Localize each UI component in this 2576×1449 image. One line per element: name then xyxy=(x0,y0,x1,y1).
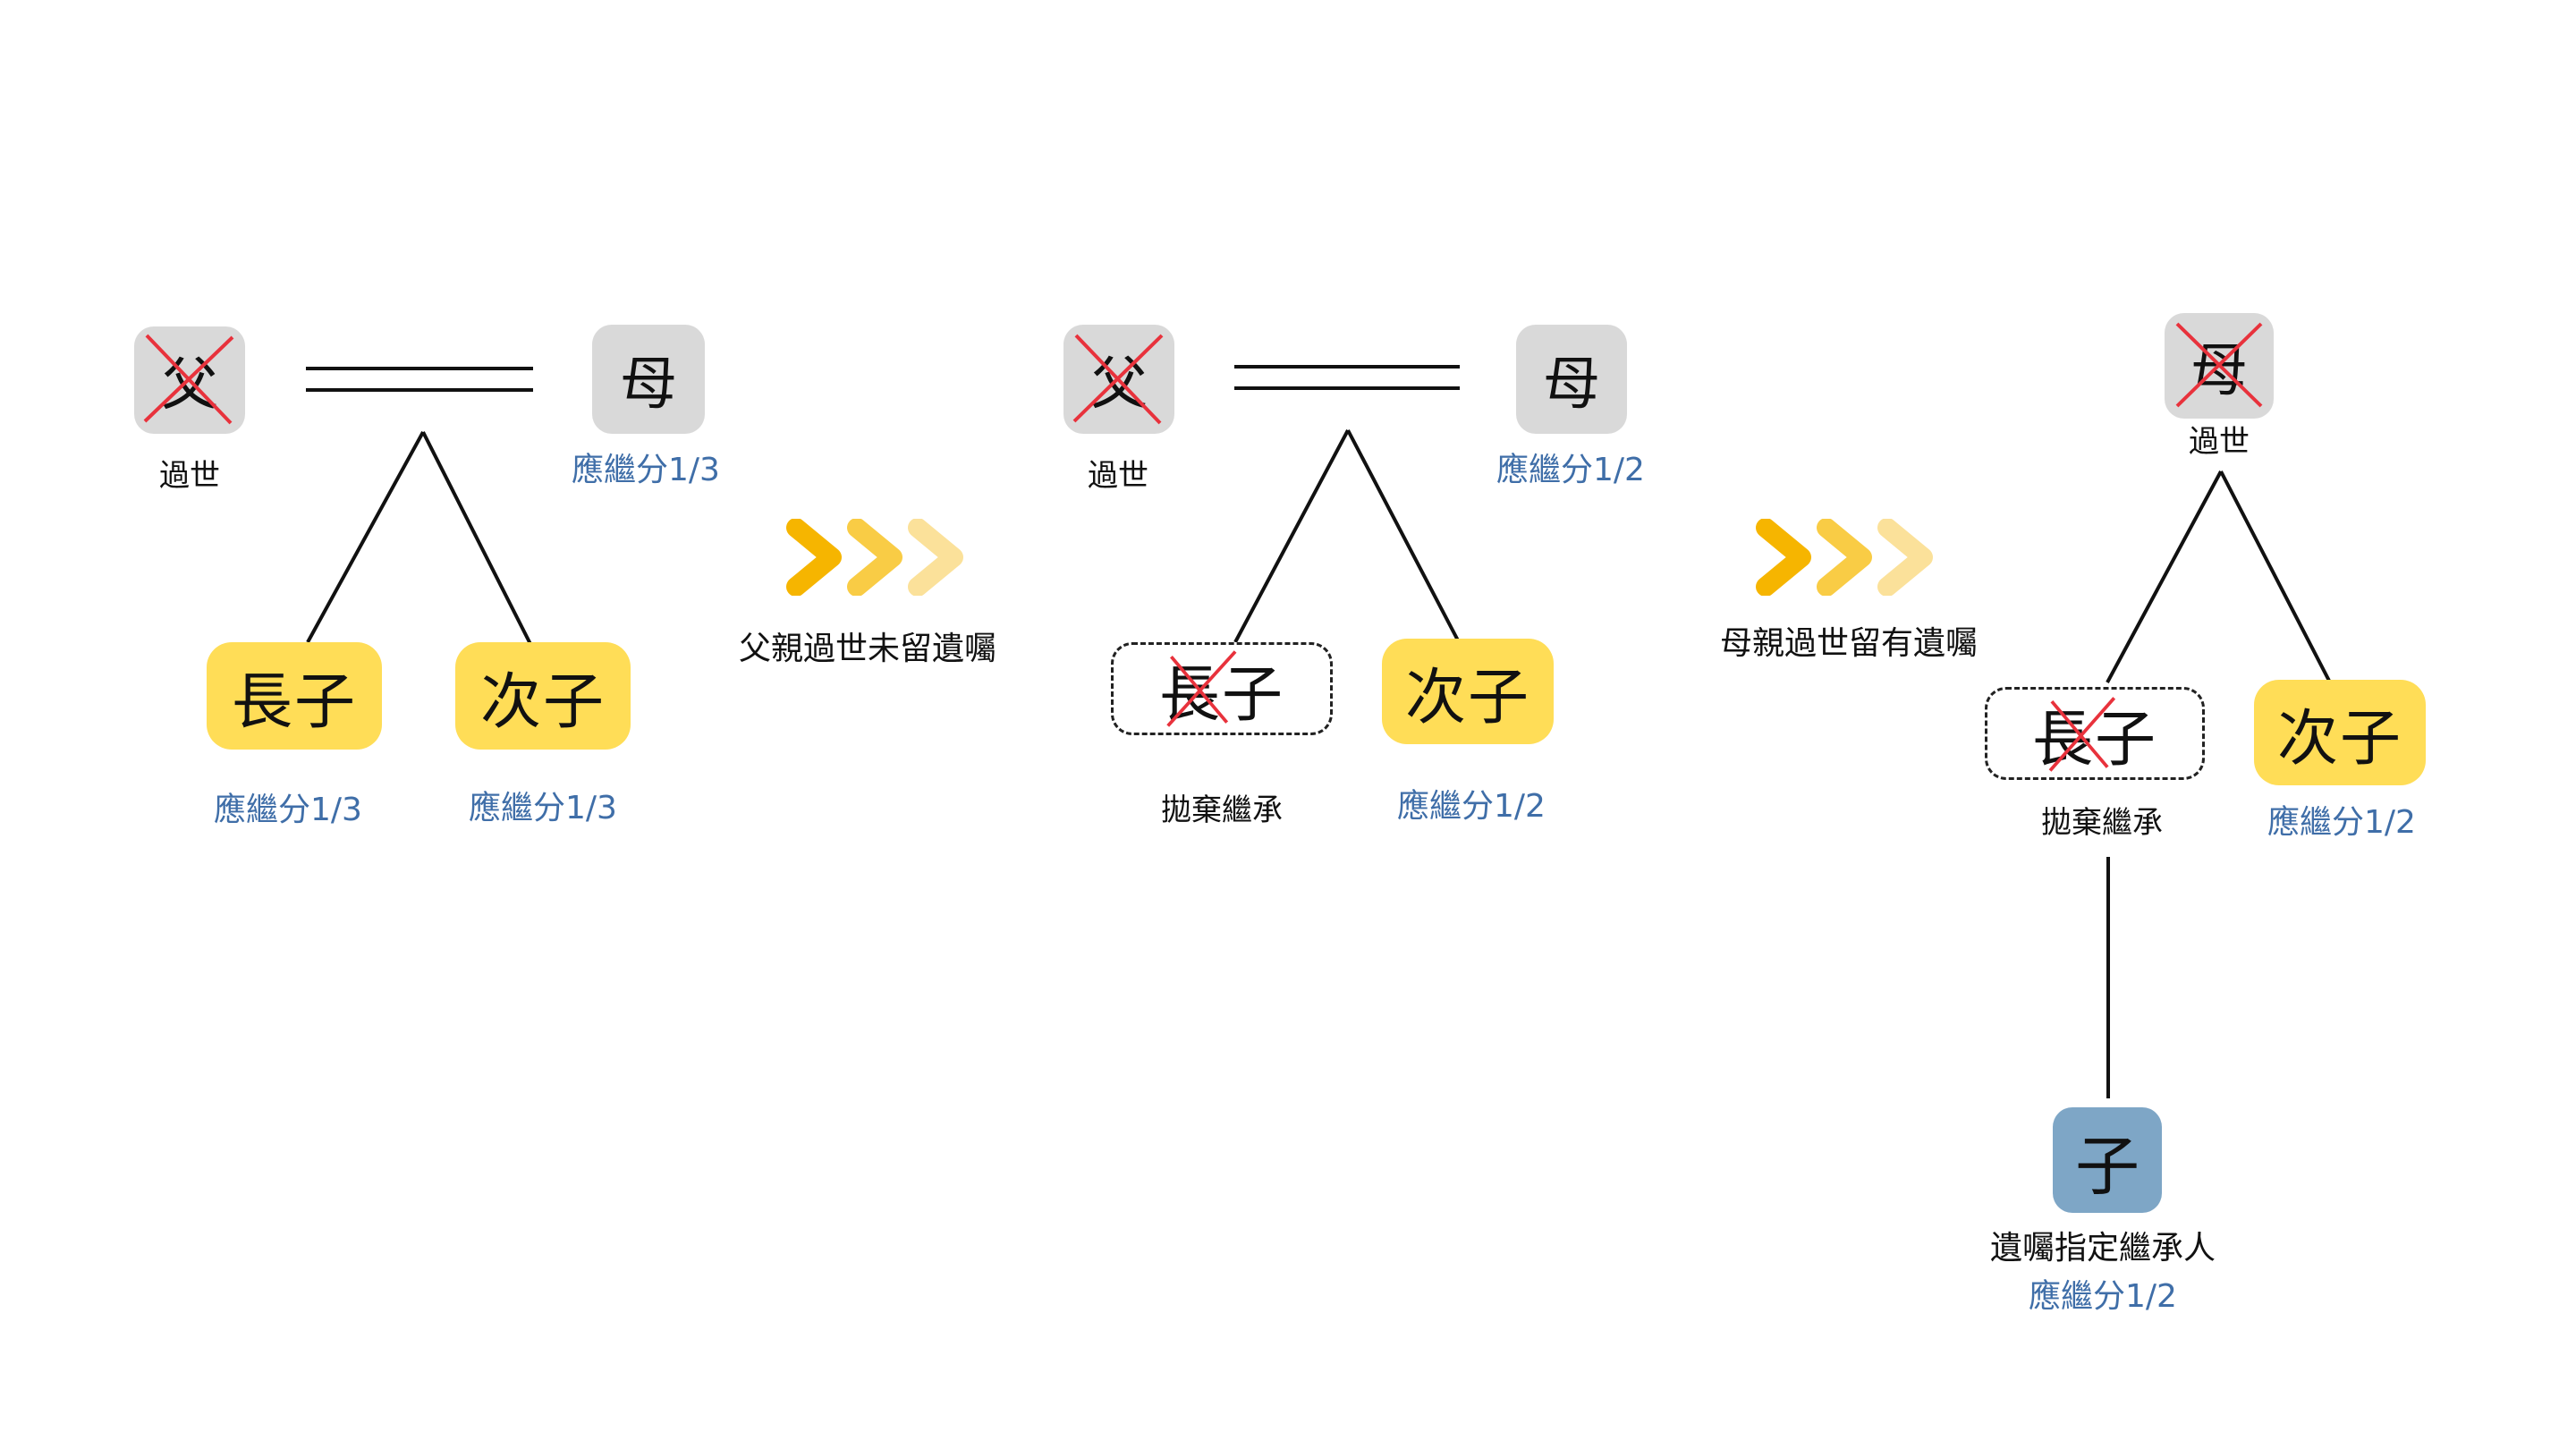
branch-right xyxy=(1346,429,1460,641)
stage2-father-label: 父 xyxy=(1090,352,1148,418)
stage3-son1-note: 拋棄繼承 xyxy=(2041,805,2163,841)
stage2-son2-box: 次子 xyxy=(1382,639,1554,744)
stage2-son2-share: 應繼分1/2 xyxy=(1397,788,1546,825)
stage1-mother-box: 母 xyxy=(592,325,705,434)
stage3-son1-box: 長子 xyxy=(1985,687,2205,780)
stage2-connectors xyxy=(1233,365,1460,643)
stage1-son1-label: 長子 xyxy=(231,666,357,738)
branch-left xyxy=(1233,429,1350,643)
stage2-father-box: 父 xyxy=(1063,325,1174,434)
triple-chevron-right-icon xyxy=(1756,519,1933,596)
branch-left xyxy=(2106,470,2223,683)
triple-chevron-right-icon xyxy=(786,519,963,596)
transition2-caption: 母親過世留有遺囑 xyxy=(1719,625,1979,662)
stage1-son1-box: 長子 xyxy=(207,642,382,750)
branch-right xyxy=(2219,470,2332,683)
stage2-mother-share: 應繼分1/2 xyxy=(1496,452,1645,488)
stage1-connectors xyxy=(306,367,533,645)
stage3-connectors xyxy=(2106,470,2332,1098)
stage2-father-note: 過世 xyxy=(1088,458,1148,494)
stage1-mother-share: 應繼分1/3 xyxy=(572,452,720,488)
stage1-father-box: 父 xyxy=(134,326,245,434)
branch-left xyxy=(306,431,425,643)
stage3-mother-label: 母 xyxy=(2190,338,2248,404)
stage1-son2-box: 次子 xyxy=(455,642,631,750)
stage1-father-label: 父 xyxy=(161,352,218,419)
stage2-mother-box: 母 xyxy=(1516,325,1627,434)
stage2-son1-box: 長子 xyxy=(1111,642,1333,735)
stage2-son1-note: 拋棄繼承 xyxy=(1161,792,1283,828)
stage3-grandchild-label: 子 xyxy=(2074,1128,2140,1204)
stage3-son2-share: 應繼分1/2 xyxy=(2267,804,2416,841)
stage3-son1-label: 長子 xyxy=(2031,704,2157,775)
branch-right xyxy=(421,431,532,645)
stage1-son2-share: 應繼分1/3 xyxy=(469,790,617,826)
stage1-son2-label: 次子 xyxy=(479,666,606,738)
stage1-son1-share: 應繼分1/3 xyxy=(214,792,362,828)
stage3-son2-label: 次子 xyxy=(2276,703,2402,775)
stage3-grandchild-note: 遺囑指定繼承人 xyxy=(1989,1230,2216,1267)
stage3-son2-box: 次子 xyxy=(2254,680,2426,785)
stage3-grandchild-box: 子 xyxy=(2053,1107,2162,1213)
stage3-mother-note: 過世 xyxy=(2189,424,2250,460)
stage3-grandchild-share: 應繼分1/2 xyxy=(2029,1278,2177,1315)
stage2-mother-label: 母 xyxy=(1543,352,1600,418)
stage1-mother-label: 母 xyxy=(620,352,677,418)
stage3-mother-box: 母 xyxy=(2165,313,2274,419)
stage2-son2-label: 次子 xyxy=(1404,662,1530,733)
transition1-caption: 父親過世未留遺囑 xyxy=(738,631,997,667)
stage1-father-note: 過世 xyxy=(159,458,220,494)
stage2-son1-label: 長子 xyxy=(1158,659,1284,731)
